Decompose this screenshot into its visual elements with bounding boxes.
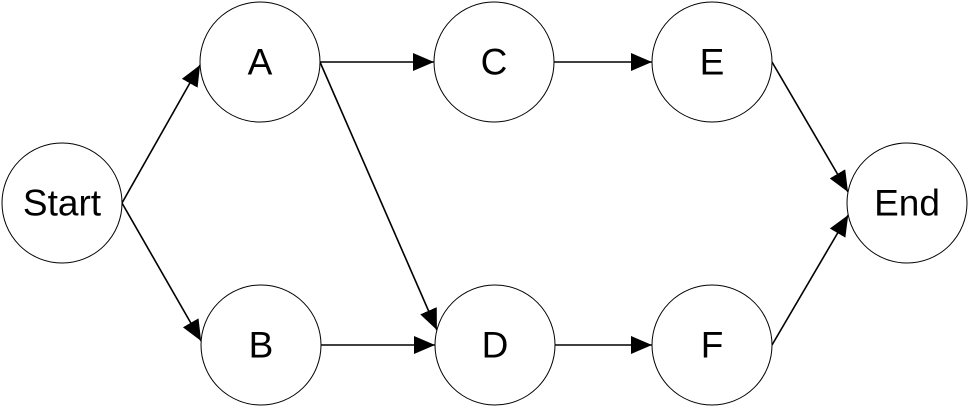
node-d: D [434,284,556,406]
node-b: B [200,284,322,406]
edge-start-a [121,64,201,204]
node-circle-end [846,142,968,264]
node-f: F [651,284,773,406]
node-label-start: Start [23,183,102,224]
edge-e-end [771,61,849,193]
node-label-d: D [482,325,509,366]
edge-a-d [319,61,438,331]
node-circle-d [434,284,556,406]
node-label-c: C [481,42,508,83]
node-circle-a [199,1,321,123]
node-end: End [846,142,968,264]
node-e: E [651,1,773,123]
node-label-f: F [701,325,724,366]
node-circle-c [433,1,555,123]
node-circle-start [1,142,123,264]
edge-start-b [121,202,202,342]
node-circle-f [651,284,773,406]
node-label-e: E [700,42,725,83]
node-label-a: A [248,42,273,83]
node-c: C [433,1,555,123]
node-label-b: B [249,325,274,366]
node-a: A [199,1,321,123]
edge-f-end [771,214,849,346]
node-label-end: End [874,183,940,224]
node-circle-e [651,1,773,123]
node-start: Start [1,142,123,264]
node-circle-b [200,284,322,406]
